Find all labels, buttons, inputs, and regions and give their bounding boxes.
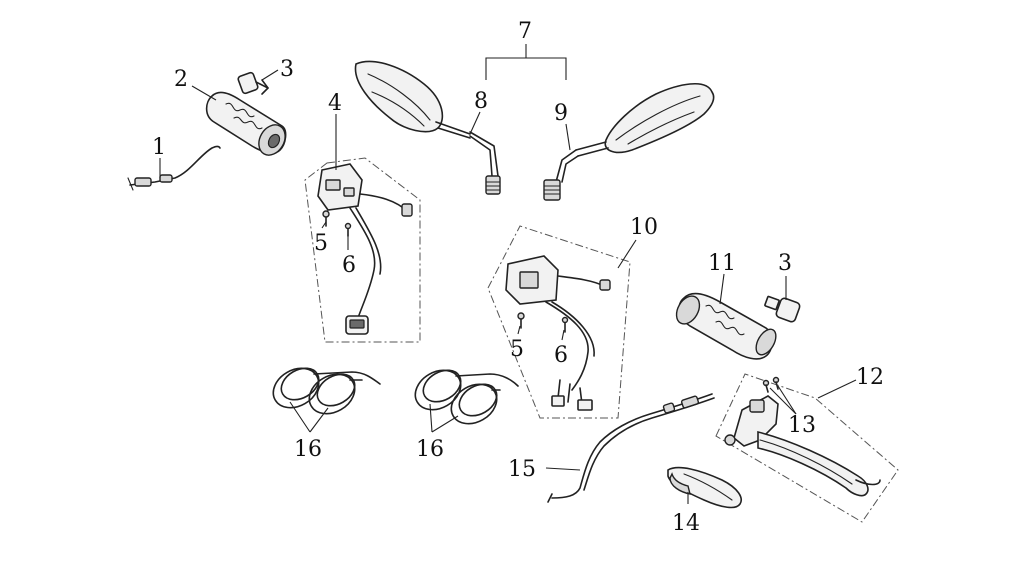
part-9-mirror-right xyxy=(543,82,715,201)
callout-5-left: 5 xyxy=(314,231,328,256)
callout-5-right: 5 xyxy=(510,337,524,362)
callout-6-left: 6 xyxy=(342,253,356,278)
part-3-bar-end-left xyxy=(237,71,269,95)
callout-13: 13 xyxy=(788,413,816,438)
part-15-brake-cable xyxy=(547,393,715,503)
boundary-lever-assembly xyxy=(715,373,899,523)
part-11-grip xyxy=(675,292,777,360)
callout-3-left: 3 xyxy=(280,57,294,82)
part-4-left-switch xyxy=(317,163,413,335)
part-6-screw-left xyxy=(344,222,352,237)
boundary-right-switch xyxy=(487,225,631,419)
part-13-screws xyxy=(762,376,780,393)
callout-14: 14 xyxy=(672,511,700,536)
callout-3-right: 3 xyxy=(778,251,792,276)
part-12-lever-assembly xyxy=(724,395,881,497)
callout-16-right: 16 xyxy=(416,437,444,462)
part-8-mirror-left xyxy=(354,60,501,195)
part-5-screw-right xyxy=(517,312,525,329)
callout-7: 7 xyxy=(518,19,532,44)
callout-16-left: 16 xyxy=(294,437,322,462)
callout-8: 8 xyxy=(474,89,488,114)
part-16-cable-ties-right xyxy=(414,369,519,425)
part-6-screw-right xyxy=(561,316,569,333)
part-16-cable-ties-left xyxy=(272,367,381,415)
part-3-bar-end-right xyxy=(764,295,801,323)
part-2-grip xyxy=(205,91,287,156)
callout-2: 2 xyxy=(174,67,188,92)
callout-4: 4 xyxy=(328,91,342,116)
part-1-cable xyxy=(127,145,221,191)
callout-9: 9 xyxy=(554,101,568,126)
leader-lines xyxy=(159,44,857,504)
callout-1: 1 xyxy=(152,135,166,160)
part-10-right-switch xyxy=(505,255,611,411)
part-5-screw-left xyxy=(322,210,330,227)
callout-12: 12 xyxy=(856,365,884,390)
callout-15: 15 xyxy=(508,457,536,482)
callout-6-right: 6 xyxy=(554,343,568,368)
callout-11: 11 xyxy=(708,251,736,276)
boundary-left-switch xyxy=(304,157,421,343)
callout-10: 10 xyxy=(630,215,658,240)
part-14-lever-cover xyxy=(667,466,742,509)
